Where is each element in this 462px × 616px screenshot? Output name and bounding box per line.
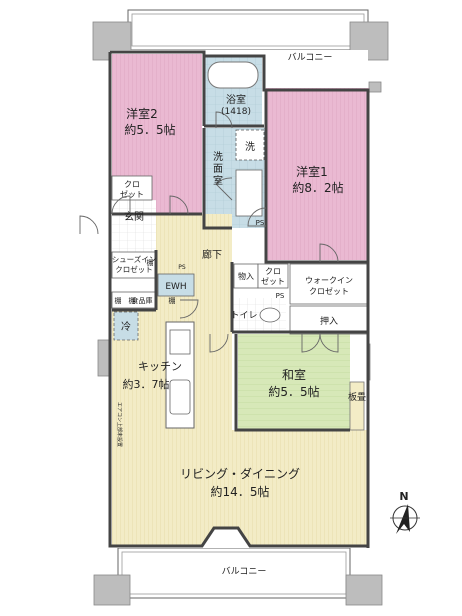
japanese-room (238, 334, 350, 430)
oshiire-label: 押入 (320, 315, 338, 327)
toilet-bowl (259, 307, 281, 323)
bath-name: 浴室 (226, 93, 246, 106)
western-room-1 (266, 88, 369, 260)
walkin-closet (289, 263, 369, 305)
balcony-top-label: バルコニー (288, 52, 333, 63)
balcony-top (127, 9, 369, 51)
stove (169, 329, 191, 355)
compass-icon: N (390, 490, 420, 534)
washroom-char2: 面 (213, 164, 223, 175)
washroom-char3: 室 (213, 174, 223, 187)
toilet-label: トイレ (230, 311, 257, 321)
washitsu-size: 約5．5帖 (268, 384, 319, 399)
closet2-a: クロ (265, 267, 281, 276)
ps-label-2: PS (276, 292, 285, 300)
walkin-a: ウォークイン (305, 276, 353, 285)
washer-space (235, 129, 265, 161)
door-swings (79, 111, 339, 353)
western1-size: 約8．2帖 (292, 180, 343, 195)
washitsu-name: 和室 (282, 367, 306, 382)
kitchen-sink (169, 379, 191, 415)
shoe-closet-b: クロゼット (115, 264, 153, 274)
shelf-label-3: 棚 (115, 296, 122, 305)
closet-room2 (111, 175, 153, 201)
bathtub (207, 61, 259, 89)
storage-label: 物入 (238, 271, 254, 281)
washer-label: 洗 (245, 141, 255, 153)
walkin-b: クロゼット (309, 286, 349, 296)
fridge-label: 冷 (121, 320, 131, 333)
itatatami-label: 板畳 (348, 391, 366, 403)
compass-label: N (399, 490, 408, 503)
washroom-char1: 洗 (213, 151, 223, 163)
fridge (113, 311, 139, 341)
closet2-b: ゼット (261, 276, 285, 286)
wash-basin (235, 169, 263, 217)
shoe-closet-a: シューズイン (112, 254, 157, 264)
western1-name: 洋室1 (296, 164, 328, 179)
ac-note: エアコン上部未設置 (116, 402, 123, 447)
bath-size: (1418) (221, 107, 251, 117)
closet1-b: ゼット (120, 189, 144, 199)
hall-label: 廊下 (202, 248, 222, 261)
wood-tatami (349, 381, 365, 431)
ewh-box (157, 273, 195, 297)
closet-room1 (257, 263, 289, 289)
walls (108, 50, 370, 548)
ps-label-1: PS (256, 219, 265, 227)
western2-size: 約5．5帖 (124, 122, 175, 137)
ewh-label: EWH (165, 282, 186, 292)
ps-label-3: PS (178, 264, 186, 271)
balcony-bottom-label: バルコニー (222, 566, 267, 577)
western2-name: 洋室2 (126, 106, 158, 121)
living-name: リビング・ダイニング (180, 466, 300, 481)
living-size: 約14．5帖 (211, 484, 270, 499)
kitchen-name: キッチン (138, 360, 182, 373)
pantry-label: 食品庫 (132, 296, 153, 305)
shelf-label-2: 棚 (169, 296, 176, 305)
entrance-area (112, 200, 156, 252)
shelf-label-1: 棚 (129, 296, 136, 305)
closet1-a: クロ (124, 180, 140, 189)
kitchen-size: 約3．7帖 (123, 377, 170, 391)
entrance-label: 玄関 (124, 210, 144, 223)
shelf-label-4: 棚 (147, 258, 154, 267)
